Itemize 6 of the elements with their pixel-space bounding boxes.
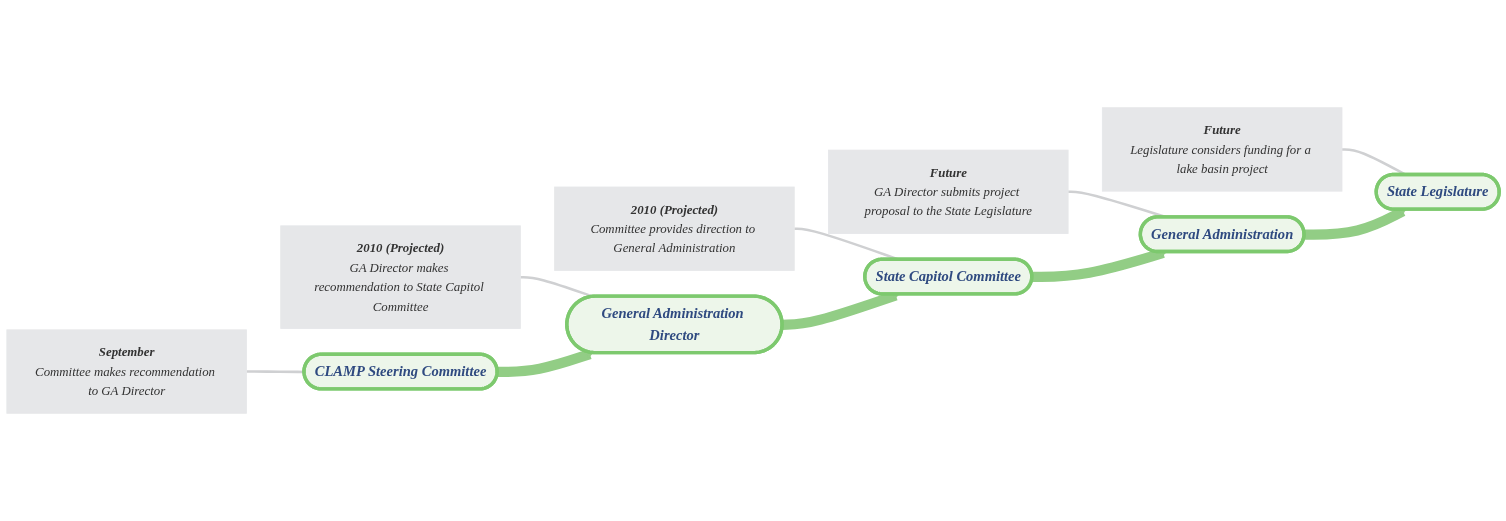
node-box: 2010 (Projected) GA Director makes recommendation to State Capitol Committee [280,225,521,329]
node-box: Future GA Director submits project proposal to the State Legislature [828,149,1069,234]
node-box: Future Legislature considers funding for a lake basin project [1101,107,1343,192]
arrow [497,349,594,378]
node-box: September Committee makes recommendation to GA Director [6,329,247,414]
node-box: 2010 (Projected) Committee provides direction to General Administration [554,186,795,271]
